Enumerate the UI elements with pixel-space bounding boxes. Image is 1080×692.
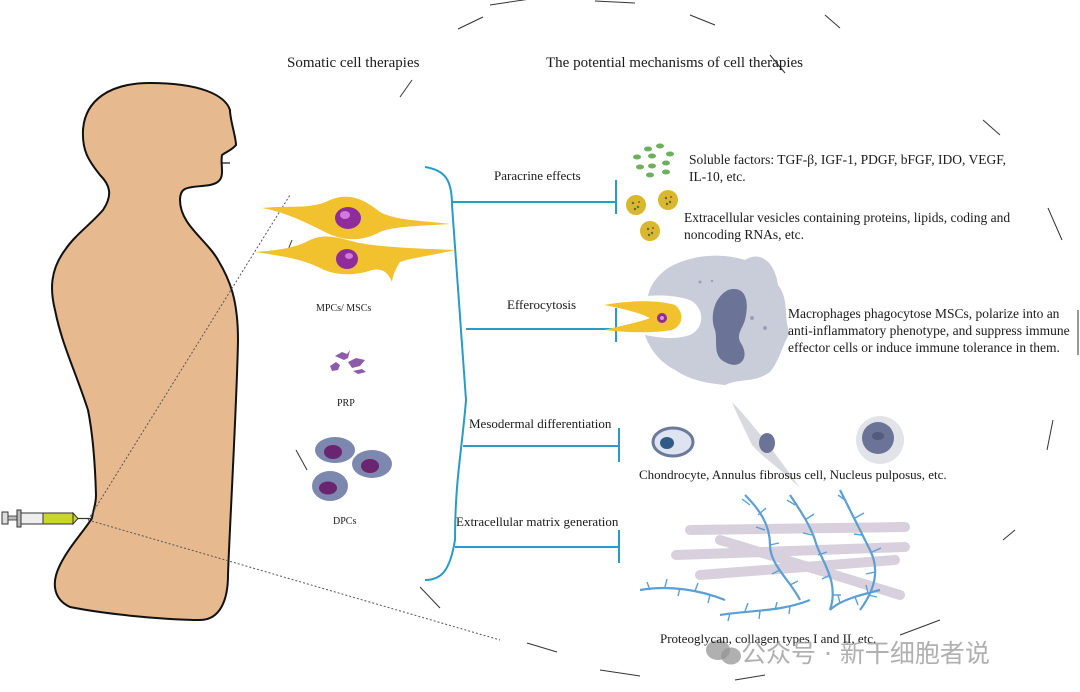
cell-label-mpcs: MPCs/ MSCs: [316, 303, 372, 314]
syringe-icon: [1, 509, 93, 528]
outcome-vesicles: Extracellular vesicles containing protei…: [684, 210, 1011, 242]
annulus-fibrosus-cell-icon: [732, 402, 800, 488]
outcome-matrix: Proteoglycan, collagen types I and II, e…: [660, 631, 877, 646]
projection-lines: [87, 194, 501, 641]
mechanism-mesodermal: Mesodermal differentiation: [469, 416, 612, 431]
macrophage-illustration: [604, 255, 790, 385]
cell-label-dpcs: DPCs: [333, 516, 357, 527]
msc-cells-illustration: [255, 196, 455, 282]
mechanisms-heading: The potential mechanisms of cell therapi…: [546, 55, 803, 71]
dashed-ellipse-outline: [285, 0, 1079, 681]
outcome-differentiated-cells: Chondrocyte, Annulus fibrosus cell, Nucl…: [639, 467, 947, 482]
nucleus-pulposus-cell-icon: [856, 416, 904, 464]
soluble-factors-icon: [633, 143, 674, 178]
prp-platelets-illustration: [330, 350, 366, 374]
outcome-soluble-factors: Soluble factors: TGF-β, IGF-1, PDGF, bFG…: [689, 152, 1007, 184]
extracellular-matrix-illustration: [639, 489, 910, 622]
chondrocyte-icon: [651, 426, 695, 458]
human-silhouette: [51, 81, 240, 622]
dpc-cells-illustration: [312, 437, 392, 501]
mechanism-efferocytosis: Efferocytosis: [507, 297, 577, 312]
somatic-therapies-heading: Somatic cell therapies: [287, 55, 420, 71]
watermark-text: 公众号 · 新干细胞者说: [741, 639, 990, 668]
mechanism-bracket: [424, 166, 620, 581]
mechanism-ecm: Extracellular matrix generation: [456, 514, 619, 529]
cell-label-prp: PRP: [337, 398, 355, 409]
wechat-logo-icon: [706, 640, 741, 665]
extracellular-vesicles-icon: [626, 190, 678, 241]
outcome-macrophage: Macrophages phagocytose MSCs, polarize i…: [788, 306, 1070, 355]
mechanism-paracrine: Paracrine effects: [494, 168, 581, 183]
